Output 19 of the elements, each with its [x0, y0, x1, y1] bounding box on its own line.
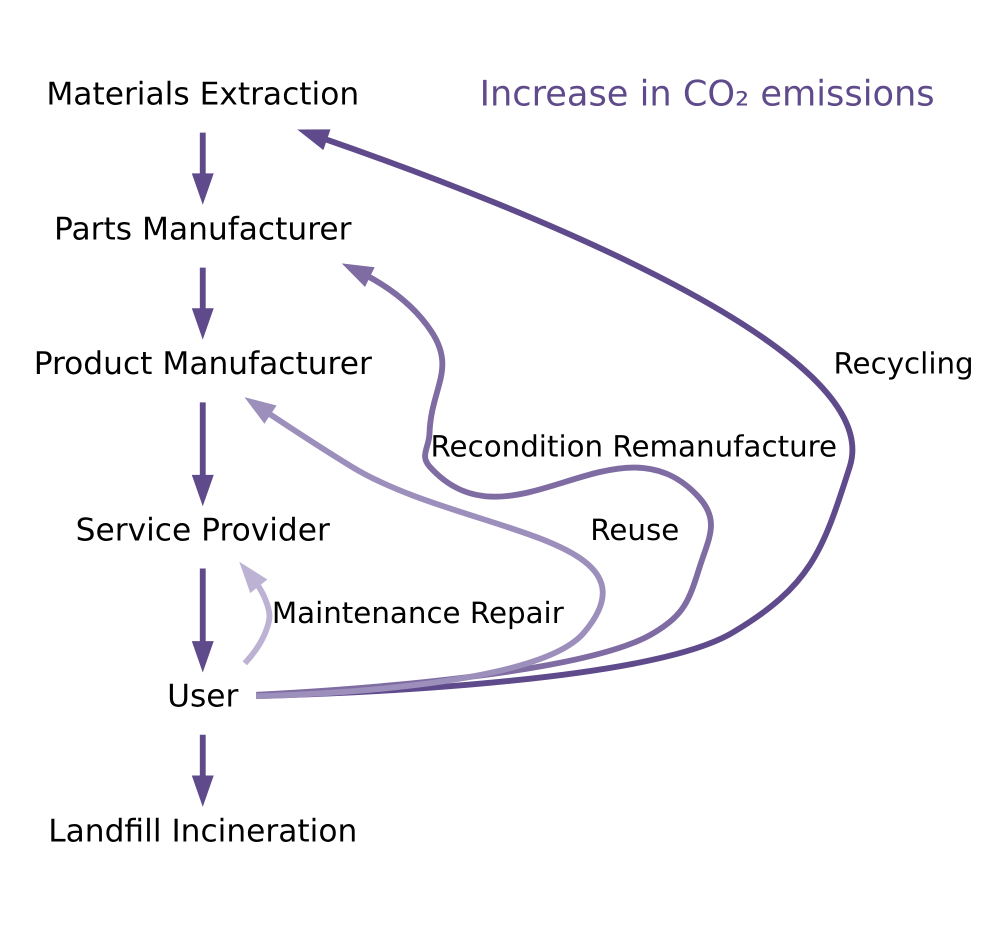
- arrow: [256, 129, 854, 699]
- edge-label: Recycling: [834, 346, 974, 381]
- node-text: Materials Extraction: [46, 76, 360, 112]
- arrow: [244, 397, 605, 700]
- arrow: [192, 734, 214, 807]
- edge-label: Reuse: [590, 512, 680, 547]
- label: Increase in CO₂ emissions: [480, 74, 935, 115]
- arrow: [239, 562, 272, 666]
- node-text: Landfill Incineration: [48, 813, 358, 850]
- edge-label: Maintenance Repair: [272, 596, 564, 630]
- node-text: Parts Manufacturer: [54, 211, 352, 248]
- arrow: [192, 268, 214, 340]
- node-text: Product Manufacturer: [34, 346, 372, 382]
- node-text: User: [167, 678, 238, 715]
- arrow: [192, 132, 214, 205]
- node-text: Service Provider: [76, 512, 330, 548]
- arrow: [192, 568, 214, 672]
- arrow: [192, 402, 214, 506]
- edge-label: Recondition Remanufacture: [430, 430, 838, 464]
